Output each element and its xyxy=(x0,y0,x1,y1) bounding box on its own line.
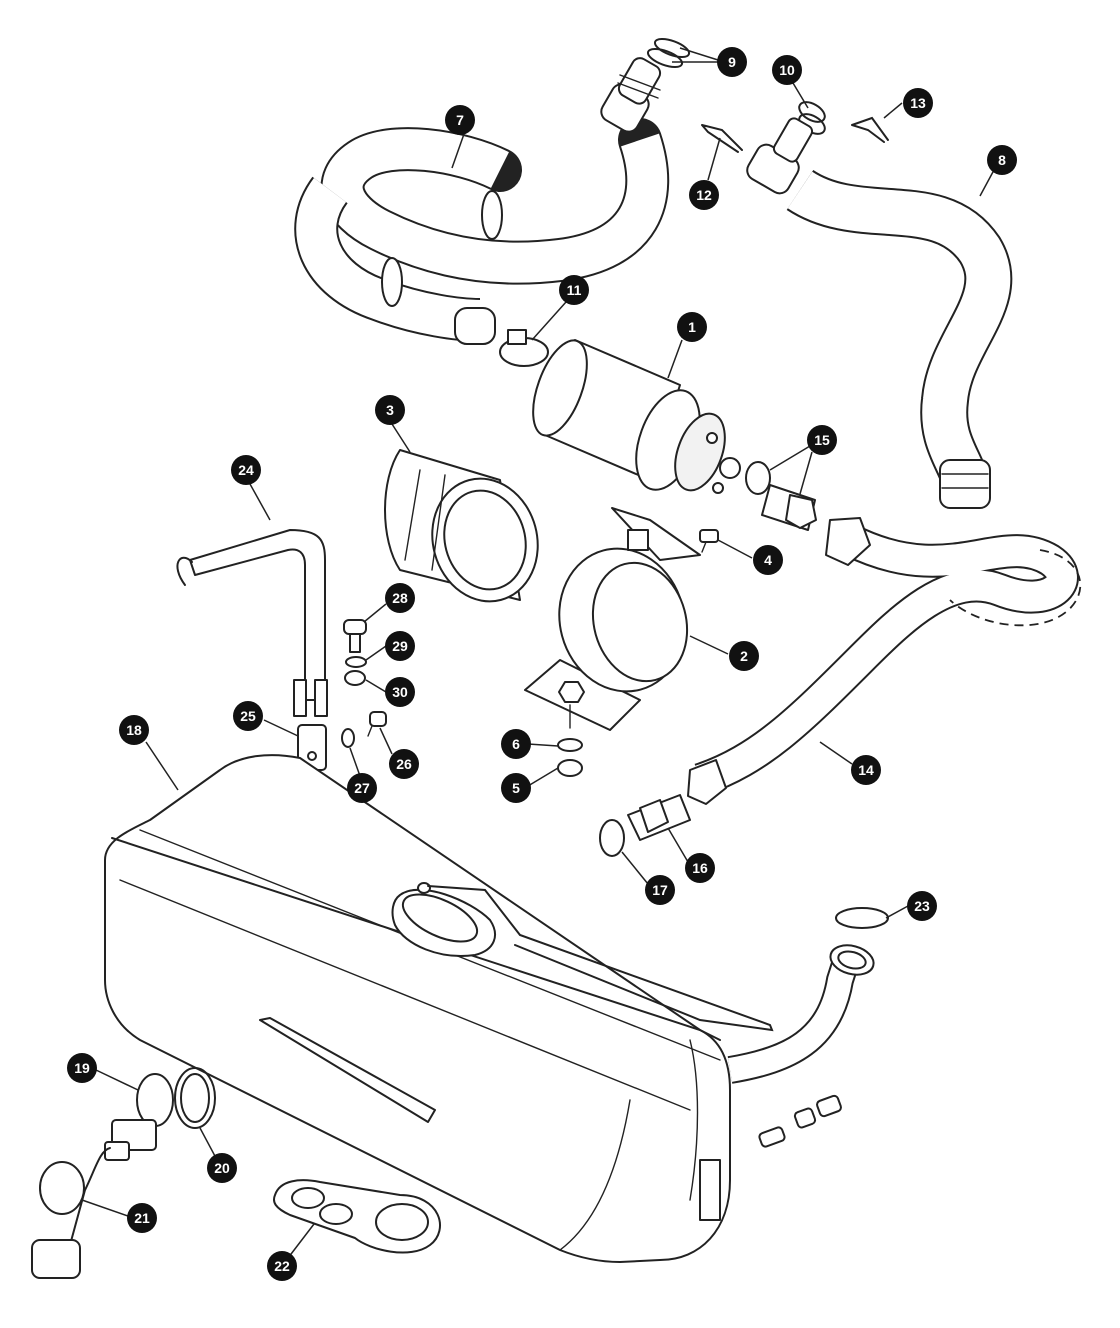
callout-badges: 9 10 13 12 7 8 11 1 3 15 24 4 28 29 2 30… xyxy=(67,47,1017,1281)
block-part-25 xyxy=(297,724,327,771)
hose-part-8 xyxy=(746,117,1013,509)
svg-text:27: 27 xyxy=(354,780,370,796)
leader-lines xyxy=(81,47,995,1259)
washer-part-17 xyxy=(599,819,625,857)
callout-1: 1 xyxy=(677,312,707,342)
sender-unit-part-19 xyxy=(69,1073,174,1246)
screw-part-4 xyxy=(699,529,719,553)
svg-text:3: 3 xyxy=(386,402,394,418)
adapter-part-16 xyxy=(627,794,691,841)
svg-text:2: 2 xyxy=(740,648,748,664)
callout-19: 19 xyxy=(67,1053,97,1083)
bolt-part-26 xyxy=(367,711,387,737)
float-part-21 xyxy=(31,1161,85,1279)
svg-text:25: 25 xyxy=(240,708,256,724)
callout-22: 22 xyxy=(267,1251,297,1281)
fuel-line-part-14 xyxy=(687,517,1082,805)
svg-text:23: 23 xyxy=(914,898,930,914)
callout-28: 28 xyxy=(385,583,415,613)
svg-text:7: 7 xyxy=(456,112,464,128)
svg-text:12: 12 xyxy=(696,187,712,203)
washer-part-27 xyxy=(341,728,355,748)
washer-part-6 xyxy=(557,738,583,752)
drain-fittings xyxy=(758,1094,842,1148)
svg-text:10: 10 xyxy=(779,62,795,78)
svg-text:20: 20 xyxy=(214,1160,230,1176)
pump-bracket-part-2 xyxy=(524,507,701,731)
nut-part-5 xyxy=(557,759,583,777)
fuel-pump-part-1 xyxy=(532,339,741,494)
callout-16: 16 xyxy=(685,853,715,883)
nut-part-30 xyxy=(344,670,366,686)
svg-text:11: 11 xyxy=(567,282,582,298)
strap-part-24 xyxy=(176,529,328,717)
callout-12: 12 xyxy=(689,180,719,210)
callout-8: 8 xyxy=(987,145,1017,175)
clip-part-12 xyxy=(701,124,743,153)
callout-29: 29 xyxy=(385,631,415,661)
svg-text:21: 21 xyxy=(134,1210,150,1226)
callout-27: 27 xyxy=(347,773,377,803)
fuel-tank-part-18 xyxy=(104,754,774,1263)
filter-part-3 xyxy=(384,449,539,603)
callout-24: 24 xyxy=(231,455,261,485)
callout-26: 26 xyxy=(389,749,419,779)
svg-text:29: 29 xyxy=(392,638,408,654)
callout-11: 11 xyxy=(559,275,589,305)
callout-23: 23 xyxy=(907,891,937,921)
svg-text:17: 17 xyxy=(652,882,668,898)
callout-17: 17 xyxy=(645,875,675,905)
svg-text:22: 22 xyxy=(274,1258,290,1274)
callout-21: 21 xyxy=(127,1203,157,1233)
svg-text:8: 8 xyxy=(998,152,1006,168)
fittings-part-15 xyxy=(745,461,817,531)
mounting-plate-part-22 xyxy=(272,1179,441,1254)
bolt-part-28 xyxy=(343,619,367,653)
callout-15: 15 xyxy=(807,425,837,455)
filler-neck xyxy=(727,944,875,1084)
svg-text:9: 9 xyxy=(728,54,736,70)
callout-5: 5 xyxy=(501,773,531,803)
svg-text:19: 19 xyxy=(74,1060,90,1076)
svg-text:5: 5 xyxy=(512,780,520,796)
callout-30: 30 xyxy=(385,677,415,707)
svg-text:4: 4 xyxy=(764,552,772,568)
callout-10: 10 xyxy=(772,55,802,85)
seal-part-20 xyxy=(174,1067,216,1129)
callout-4: 4 xyxy=(753,545,783,575)
callout-6: 6 xyxy=(501,729,531,759)
callout-18: 18 xyxy=(119,715,149,745)
svg-text:18: 18 xyxy=(126,722,142,738)
hose-clamp-part-11 xyxy=(499,329,549,367)
svg-text:6: 6 xyxy=(512,736,520,752)
svg-text:1: 1 xyxy=(688,319,696,335)
svg-text:16: 16 xyxy=(692,860,708,876)
svg-text:13: 13 xyxy=(910,95,926,111)
svg-text:24: 24 xyxy=(238,462,254,478)
callout-7: 7 xyxy=(445,105,475,135)
hose-part-7 xyxy=(294,57,670,345)
callout-2: 2 xyxy=(729,641,759,671)
clip-part-13 xyxy=(851,116,889,143)
svg-text:14: 14 xyxy=(858,762,874,778)
svg-text:28: 28 xyxy=(392,590,408,606)
callout-13: 13 xyxy=(903,88,933,118)
svg-text:30: 30 xyxy=(392,684,408,700)
callout-20: 20 xyxy=(207,1153,237,1183)
svg-text:26: 26 xyxy=(396,756,412,772)
callout-14: 14 xyxy=(851,755,881,785)
o-rings-part-9 xyxy=(646,37,691,69)
callout-3: 3 xyxy=(375,395,405,425)
callout-25: 25 xyxy=(233,701,263,731)
svg-text:15: 15 xyxy=(814,432,830,448)
seal-ring-part-23 xyxy=(835,907,889,929)
washer-part-29 xyxy=(345,656,367,668)
callout-9: 9 xyxy=(717,47,747,77)
